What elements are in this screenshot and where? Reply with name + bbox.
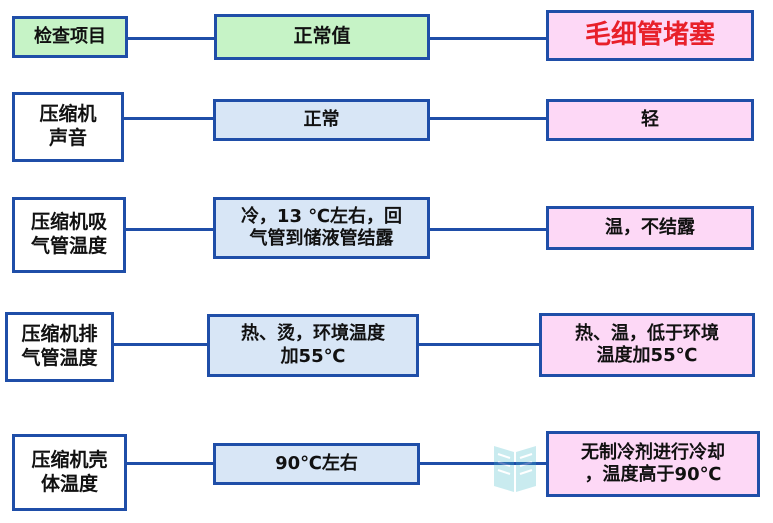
connector-header-left (128, 37, 214, 40)
row2-fault-box: 温，不结露 (546, 206, 754, 250)
row3-fault-text: 热、温，低于环境 温度加55℃ (575, 322, 719, 367)
row1-normal-text: 正常 (303, 108, 340, 130)
row3-item-box: 压缩机排 气管温度 (5, 312, 114, 382)
row4-item-text: 压缩机壳 体温度 (31, 448, 108, 495)
connector-row3-left (114, 343, 208, 346)
row2-fault-text: 温，不结露 (605, 216, 695, 238)
row4-item-box: 压缩机壳 体温度 (12, 434, 127, 511)
row2-normal-box: 冷，13 ℃左右，回 气管到储液管结露 (213, 197, 430, 259)
header-fault-box: 毛细管堵塞 (546, 10, 754, 61)
row4-fault-box: 无制冷剂进行冷却 ，温度高于90℃ (546, 431, 760, 497)
row4-normal-box: 90℃左右 (213, 443, 420, 485)
row3-fault-box: 热、温，低于环境 温度加55℃ (539, 313, 755, 377)
header-fault-text: 毛细管堵塞 (584, 20, 715, 51)
connector-row1-left (124, 117, 214, 120)
header-item-box: 检查项目 (12, 16, 128, 58)
row3-normal-text: 热、烫，环境温度 加55℃ (241, 323, 385, 367)
row3-normal-box: 热、烫，环境温度 加55℃ (207, 314, 419, 377)
row2-item-text: 压缩机吸 气管温度 (30, 211, 107, 257)
connector-header-right (429, 37, 547, 40)
connector-row2-left (126, 228, 213, 231)
row1-normal-box: 正常 (213, 99, 430, 141)
row4-normal-text: 90℃左右 (275, 452, 358, 474)
connector-row4-right (419, 462, 547, 465)
header-item-text: 检查项目 (34, 25, 106, 47)
row2-normal-text: 冷，13 ℃左右，回 气管到储液管结露 (240, 205, 403, 250)
row1-fault-text: 轻 (641, 108, 659, 130)
connector-row4-left (127, 462, 214, 465)
row1-fault-box: 轻 (546, 99, 754, 141)
row1-item-text: 压缩机 声音 (39, 103, 97, 149)
row3-item-text: 压缩机排 气管温度 (21, 323, 98, 369)
header-normal-text: 正常值 (293, 25, 351, 48)
row2-item-box: 压缩机吸 气管温度 (12, 197, 126, 273)
connector-row3-right (418, 343, 540, 346)
header-normal-box: 正常值 (214, 14, 430, 60)
connector-row1-right (429, 117, 547, 120)
book-logo-icon (494, 446, 536, 492)
connector-row2-right (429, 228, 547, 231)
row1-item-box: 压缩机 声音 (12, 92, 124, 162)
row4-fault-text: 无制冷剂进行冷却 ，温度高于90℃ (581, 441, 725, 486)
